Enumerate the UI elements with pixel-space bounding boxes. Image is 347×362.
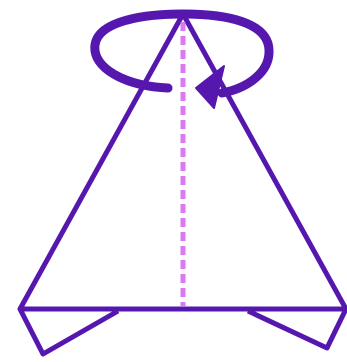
bottom-flap-left	[20, 309, 118, 354]
rotation-arrowhead-icon	[196, 66, 224, 108]
bottom-flap-right	[248, 309, 346, 348]
